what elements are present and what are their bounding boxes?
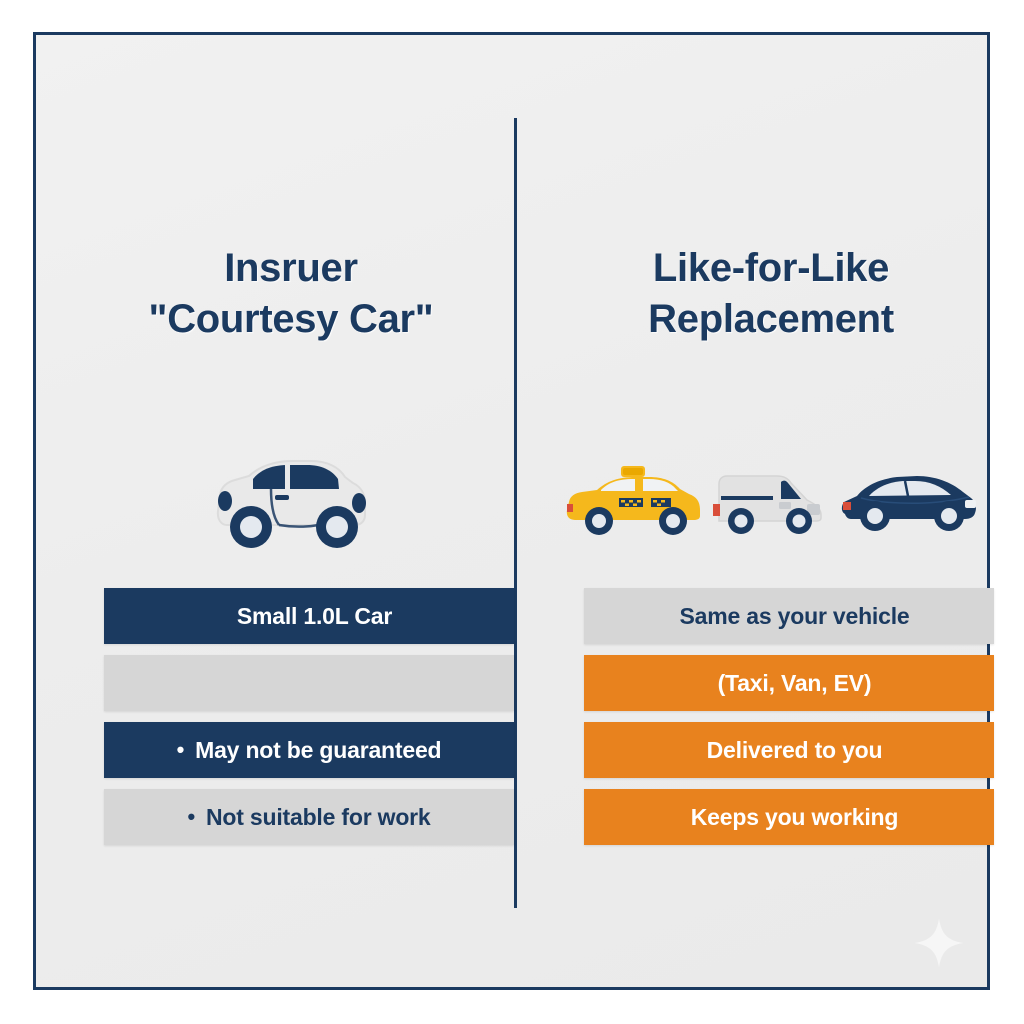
sedan-icon xyxy=(841,476,976,531)
right-column-heading: Like-for-Like Replacement xyxy=(548,243,994,345)
left-bar-3[interactable]: • May not be guaranteed xyxy=(104,722,514,778)
left-bar-3-bullet: • xyxy=(176,737,185,762)
right-bar-2[interactable]: (Taxi, Van, EV) xyxy=(584,655,994,711)
right-bar-2-label: (Taxi, Van, EV) xyxy=(717,669,872,696)
right-heading-line1: Like-for-Like xyxy=(652,246,890,290)
right-bars: Same as your vehicle (Taxi, Van, EV) Del… xyxy=(584,588,994,856)
right-illustration xyxy=(548,433,994,573)
small-city-car-icon xyxy=(216,460,366,548)
van-icon xyxy=(713,475,822,534)
right-bar-4[interactable]: Keeps you working xyxy=(584,789,994,845)
sparkle-star-icon xyxy=(914,918,964,968)
left-heading-line2: "Courtesy Car" xyxy=(148,297,434,342)
right-bar-1-label: Same as your vehicle xyxy=(679,602,910,629)
left-bar-4[interactable]: • Not suitable for work xyxy=(104,789,514,845)
left-bar-4-label: Not suitable for work xyxy=(205,803,431,830)
left-illustration xyxy=(68,433,514,573)
left-bars: Small 1.0L Car • May not be guaranteed •… xyxy=(104,588,514,856)
left-bar-4-bullet: • xyxy=(187,804,195,829)
infographic-frame: Insruer "Courtesy Car" xyxy=(33,32,994,990)
left-bar-3-label: May not be guaranteed xyxy=(195,736,442,763)
right-bar-4-label: Keeps you working xyxy=(690,803,899,830)
taxi-icon xyxy=(566,466,700,535)
column-divider xyxy=(514,118,517,908)
left-bar-2[interactable] xyxy=(104,655,514,711)
right-heading-line2: Replacement xyxy=(648,297,894,342)
left-column-heading: Insruer "Courtesy Car" xyxy=(68,243,514,345)
left-bar-1-label: Small 1.0L Car xyxy=(236,602,393,629)
right-bar-1[interactable]: Same as your vehicle xyxy=(584,588,994,644)
right-bar-3[interactable]: Delivered to you xyxy=(584,722,994,778)
left-heading-line1: Insruer xyxy=(224,246,358,290)
right-bar-3-label: Delivered to you xyxy=(706,736,883,763)
left-bar-1[interactable]: Small 1.0L Car xyxy=(104,588,514,644)
